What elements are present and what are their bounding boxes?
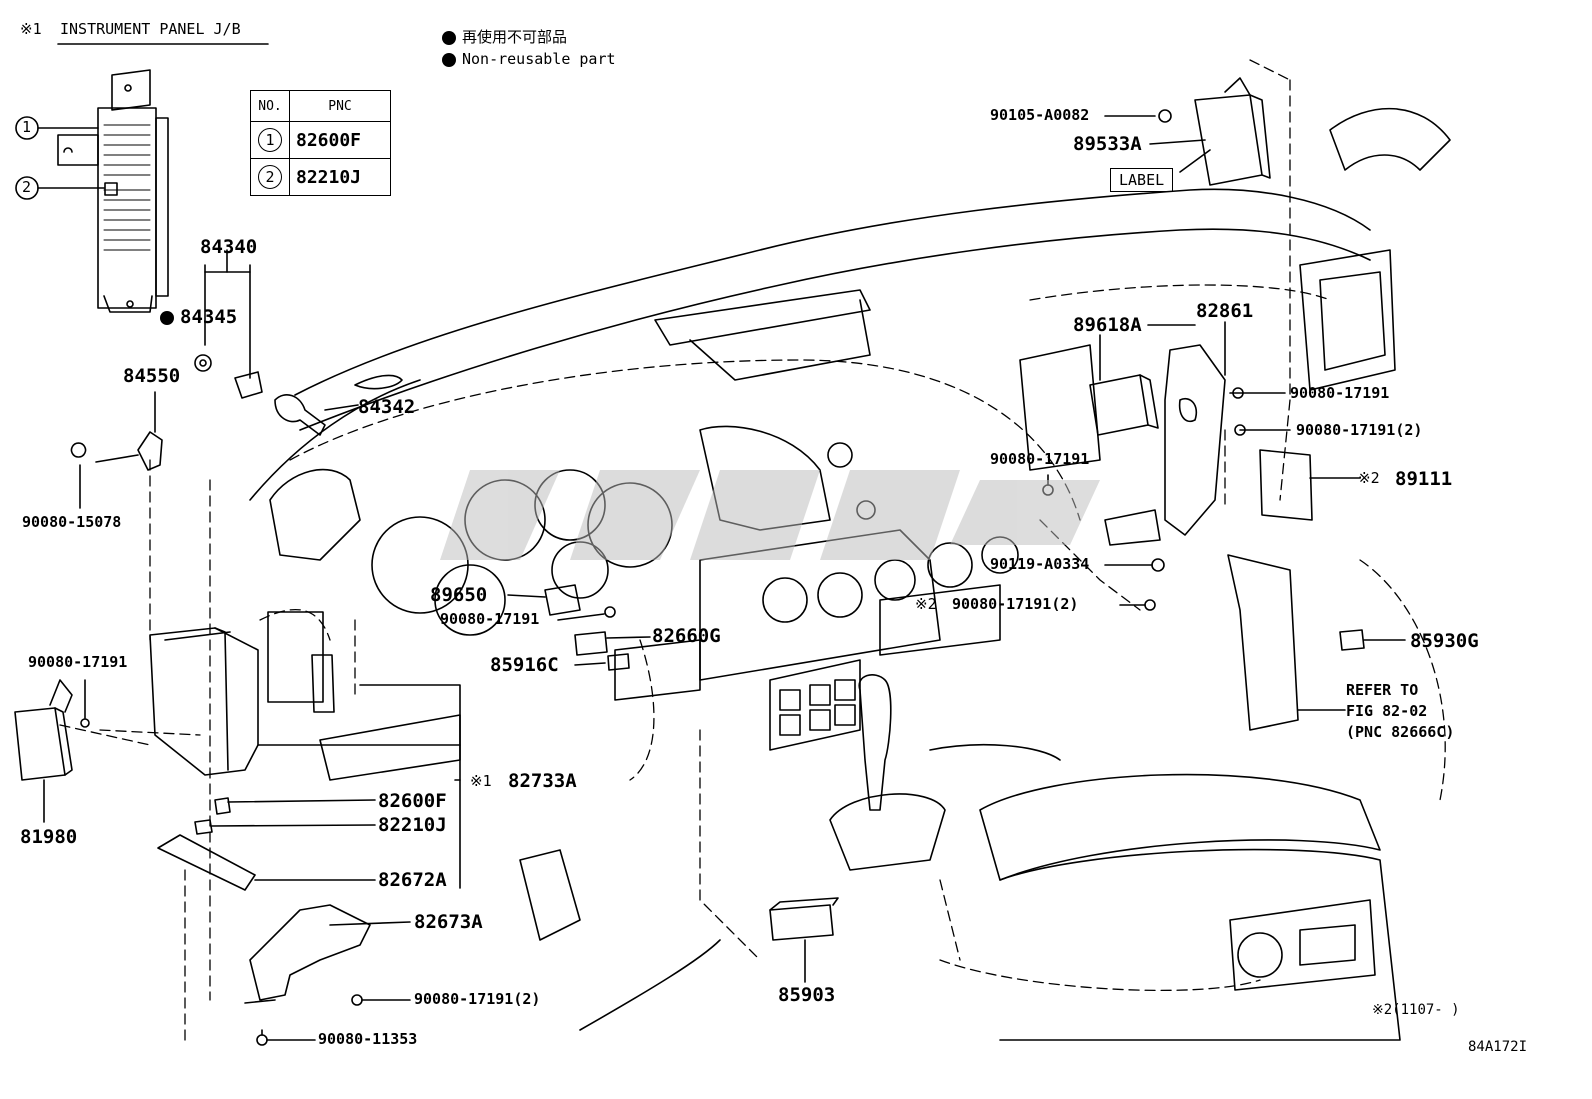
part-81980[interactable]: 81980	[20, 826, 78, 848]
part-82210j[interactable]: 82210J	[378, 814, 447, 836]
part-89111[interactable]: 89111	[1395, 468, 1453, 490]
jb-callout-1: 1	[22, 118, 32, 136]
legend-jp: 再使用不可部品	[442, 26, 567, 47]
non-reusable-dot-icon	[442, 30, 456, 45]
note-mark-1: ※1	[470, 772, 492, 790]
part-90080-17191-2[interactable]: 90080-17191(2)	[414, 990, 541, 1008]
row-pnc: 82600F	[289, 121, 391, 159]
part-85903[interactable]: 85903	[778, 984, 836, 1006]
part-89618a[interactable]: 89618A	[1073, 314, 1142, 336]
part-82733a[interactable]: 82733A	[508, 770, 577, 792]
part-90080-17191[interactable]: 90080-17191	[440, 610, 540, 628]
part-82600f[interactable]: 82600F	[378, 790, 447, 812]
row-number: 2	[258, 165, 282, 189]
part-85930g[interactable]: 85930G	[1410, 630, 1479, 652]
note-mark-2: ※2	[915, 595, 937, 613]
refer-line-1: REFER TO	[1346, 681, 1419, 699]
part-90080-17191[interactable]: 90080-17191	[990, 450, 1090, 468]
part-90080-17191-2[interactable]: 90080-17191(2)	[1296, 421, 1423, 439]
part-90080-15078[interactable]: 90080-15078	[22, 513, 122, 531]
part-90119-a0334[interactable]: 90119-A0334	[990, 555, 1090, 573]
non-reusable-dot-icon	[442, 52, 456, 67]
part-84340[interactable]: 84340	[200, 236, 258, 258]
part-82861[interactable]: 82861	[1196, 300, 1254, 322]
row-pnc: 82210J	[289, 158, 391, 196]
pnc-table-header: NO. PNC	[250, 90, 391, 122]
note-mark-2: ※2	[1358, 469, 1380, 487]
jb-note-prefix: ※1	[20, 20, 42, 38]
footnote-2: ※2(1107- )	[1372, 1002, 1460, 1018]
part-90080-17191[interactable]: 90080-17191	[28, 653, 128, 671]
refer-line-2[interactable]: FIG 82-02	[1346, 702, 1428, 720]
junction-block-detail	[57, 69, 169, 313]
pnc-row: 2 82210J	[250, 158, 391, 196]
legend-en: Non-reusable part	[442, 50, 616, 68]
part-82660g[interactable]: 82660G	[652, 625, 721, 647]
pnc-table: NO. PNC 1 82600F 2 82210J	[250, 90, 391, 196]
non-reusable-dot-icon	[160, 310, 174, 325]
figure-id: 84A172I	[1468, 1039, 1528, 1055]
part-90080-17191-2[interactable]: 90080-17191(2)	[952, 595, 1079, 613]
part-84550[interactable]: 84550	[123, 365, 181, 387]
col-pnc: PNC	[289, 90, 391, 122]
part-89650[interactable]: 89650	[430, 584, 488, 606]
part-90105-a0082[interactable]: 90105-A0082	[990, 106, 1090, 124]
refer-line-3: (PNC 82666C)	[1346, 723, 1455, 741]
label-tag: LABEL	[1110, 168, 1174, 192]
part-89533a[interactable]: 89533A	[1073, 133, 1142, 155]
pnc-row: 1 82600F	[250, 121, 391, 159]
row-number: 1	[258, 128, 282, 152]
part-82673a[interactable]: 82673A	[414, 911, 483, 933]
part-82672a[interactable]: 82672A	[378, 869, 447, 891]
dashboard-outline	[249, 107, 1451, 1041]
part-84345[interactable]: 84345	[160, 308, 237, 327]
part-90080-11353[interactable]: 90080-11353	[318, 1030, 418, 1048]
part-90080-17191[interactable]: 90080-17191	[1290, 384, 1390, 402]
part-84342[interactable]: 84342	[358, 396, 416, 418]
col-no: NO.	[250, 90, 290, 122]
part-85916c[interactable]: 85916C	[490, 654, 559, 676]
jb-title: INSTRUMENT PANEL J/B	[60, 20, 241, 38]
jb-callout-2: 2	[22, 178, 32, 196]
